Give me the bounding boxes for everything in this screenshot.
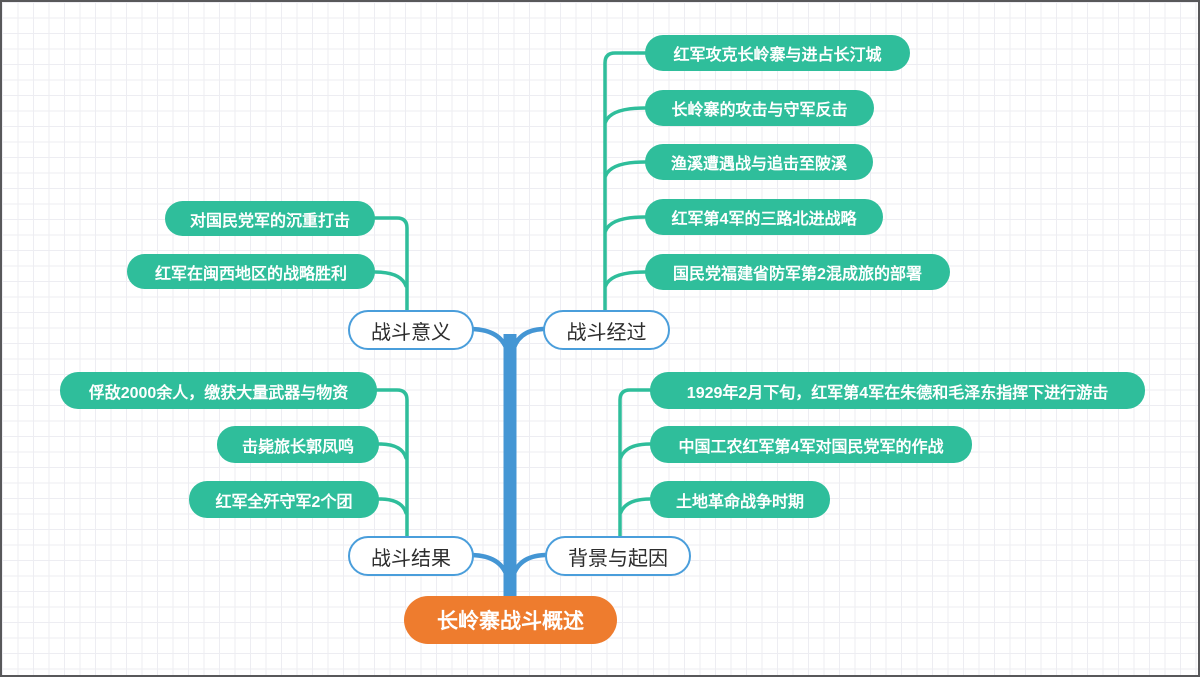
wire-process-leaf2	[603, 106, 647, 124]
leaf-node-killed-guo-fengming[interactable]: 击毙旅长郭凤鸣	[217, 426, 379, 463]
trunk-link-battle-process	[509, 326, 546, 357]
leaf-node-yuxi-encounter[interactable]: 渔溪遭遇战与追击至陂溪	[645, 144, 873, 180]
wire-process-main	[603, 51, 647, 312]
leaf-node-strategic-victory[interactable]: 红军在闽西地区的战略胜利	[127, 254, 375, 289]
branch-node-battle-meaning[interactable]: 战斗意义	[348, 310, 474, 350]
branch-node-background-cause[interactable]: 背景与起因	[545, 536, 691, 576]
wire-meaning-main	[373, 216, 409, 312]
leaf-node-red-army-vs-kmt[interactable]: 中国工农红军第4军对国民党军的作战	[650, 426, 972, 463]
wire-background-leaf3	[618, 497, 652, 515]
leaf-node-annihilated-two-regiments[interactable]: 红军全歼守军2个团	[189, 481, 379, 518]
leaf-node-1929-guerrilla[interactable]: 1929年2月下旬，红军第4军在朱德和毛泽东指挥下进行游击	[650, 372, 1145, 409]
leaf-node-heavy-blow[interactable]: 对国民党军的沉重打击	[165, 201, 375, 236]
wire-result-leaf3	[377, 497, 408, 515]
leaf-node-three-route-north[interactable]: 红军第4军的三路北进战略	[645, 199, 883, 235]
branch-node-battle-result[interactable]: 战斗结果	[348, 536, 474, 576]
leaf-node-kmt-brigade-deployment[interactable]: 国民党福建省防军第2混成旅的部署	[645, 254, 950, 290]
wire-background-main	[618, 388, 652, 538]
wire-result-leaf2	[377, 442, 408, 460]
trunk-link-background	[509, 552, 548, 583]
wire-process-leaf4	[603, 215, 647, 233]
wire-meaning-leaf2	[373, 270, 408, 288]
leaf-node-capture-changlingzhai[interactable]: 红军攻克长岭寨与进占长汀城	[645, 35, 910, 71]
wire-background-leaf2	[618, 442, 652, 460]
leaf-node-agrarian-war-period[interactable]: 土地革命战争时期	[650, 481, 830, 518]
leaf-node-attack-defense[interactable]: 长岭寨的攻击与守军反击	[645, 90, 874, 126]
leaf-node-captured-2000[interactable]: 俘敌2000余人，缴获大量武器与物资	[60, 372, 377, 409]
wire-process-leaf3	[603, 160, 647, 178]
branch-node-battle-process[interactable]: 战斗经过	[543, 310, 670, 350]
trunk-link-battle-result	[469, 552, 511, 583]
wire-process-leaf5	[603, 270, 647, 288]
root-node-battle-overview[interactable]: 长岭寨战斗概述	[404, 596, 617, 644]
trunk-link-battle-meaning	[469, 326, 511, 357]
wire-result-main	[375, 388, 409, 538]
